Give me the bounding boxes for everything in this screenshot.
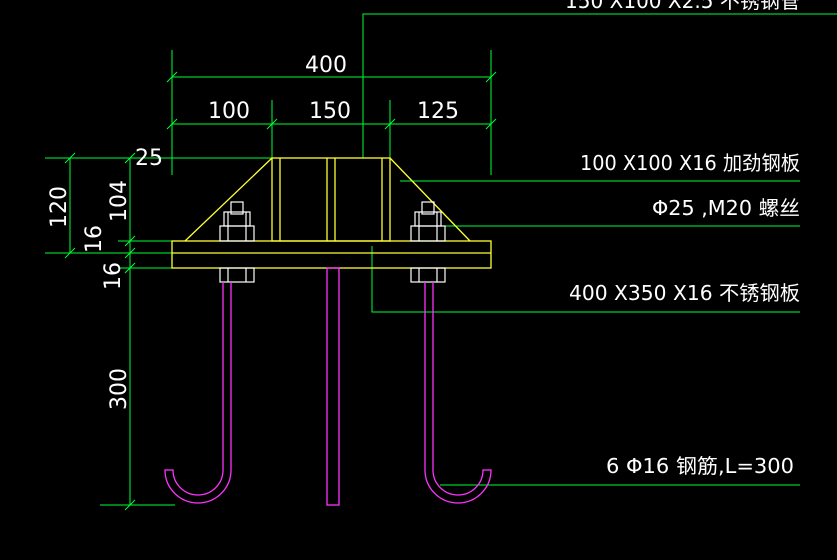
dim-400: 400 bbox=[305, 53, 347, 78]
dim-100: 100 bbox=[208, 99, 250, 124]
callout-rebar: 6 Φ16 钢筋,L=300 bbox=[606, 454, 794, 478]
callout-stiffener: 100 X100 X16 加劲钢板 bbox=[580, 151, 800, 175]
embedded-plate bbox=[326, 267, 340, 506]
dim-104: 104 bbox=[107, 180, 132, 222]
left-gusset bbox=[184, 157, 273, 242]
anchor-rebar bbox=[164, 282, 492, 504]
dim-150: 150 bbox=[309, 99, 351, 124]
dim-16-lower: 16 bbox=[101, 262, 126, 290]
callout-bolt: Φ25 ,M20 螺丝 bbox=[652, 196, 800, 220]
dim-120: 120 bbox=[47, 186, 72, 228]
right-gusset bbox=[389, 157, 471, 242]
right-anchor-hook bbox=[424, 282, 492, 504]
left-bolt-group bbox=[219, 201, 255, 283]
dimension-lines bbox=[45, 13, 837, 511]
steel-pipe bbox=[271, 157, 391, 242]
callout-base-plate: 400 X350 X16 不锈钢板 bbox=[569, 281, 800, 305]
callout-top-cut: 150 X100 X2.5 不锈钢管 bbox=[565, 0, 800, 13]
base-plate bbox=[171, 240, 492, 269]
dim-300: 300 bbox=[107, 368, 132, 410]
dim-16-upper: 16 bbox=[82, 225, 107, 253]
dim-25: 25 bbox=[135, 146, 163, 171]
dim-125: 125 bbox=[417, 99, 459, 124]
steel-assembly bbox=[171, 157, 492, 506]
left-anchor-hook bbox=[164, 282, 232, 504]
right-bolt-group bbox=[410, 201, 446, 283]
